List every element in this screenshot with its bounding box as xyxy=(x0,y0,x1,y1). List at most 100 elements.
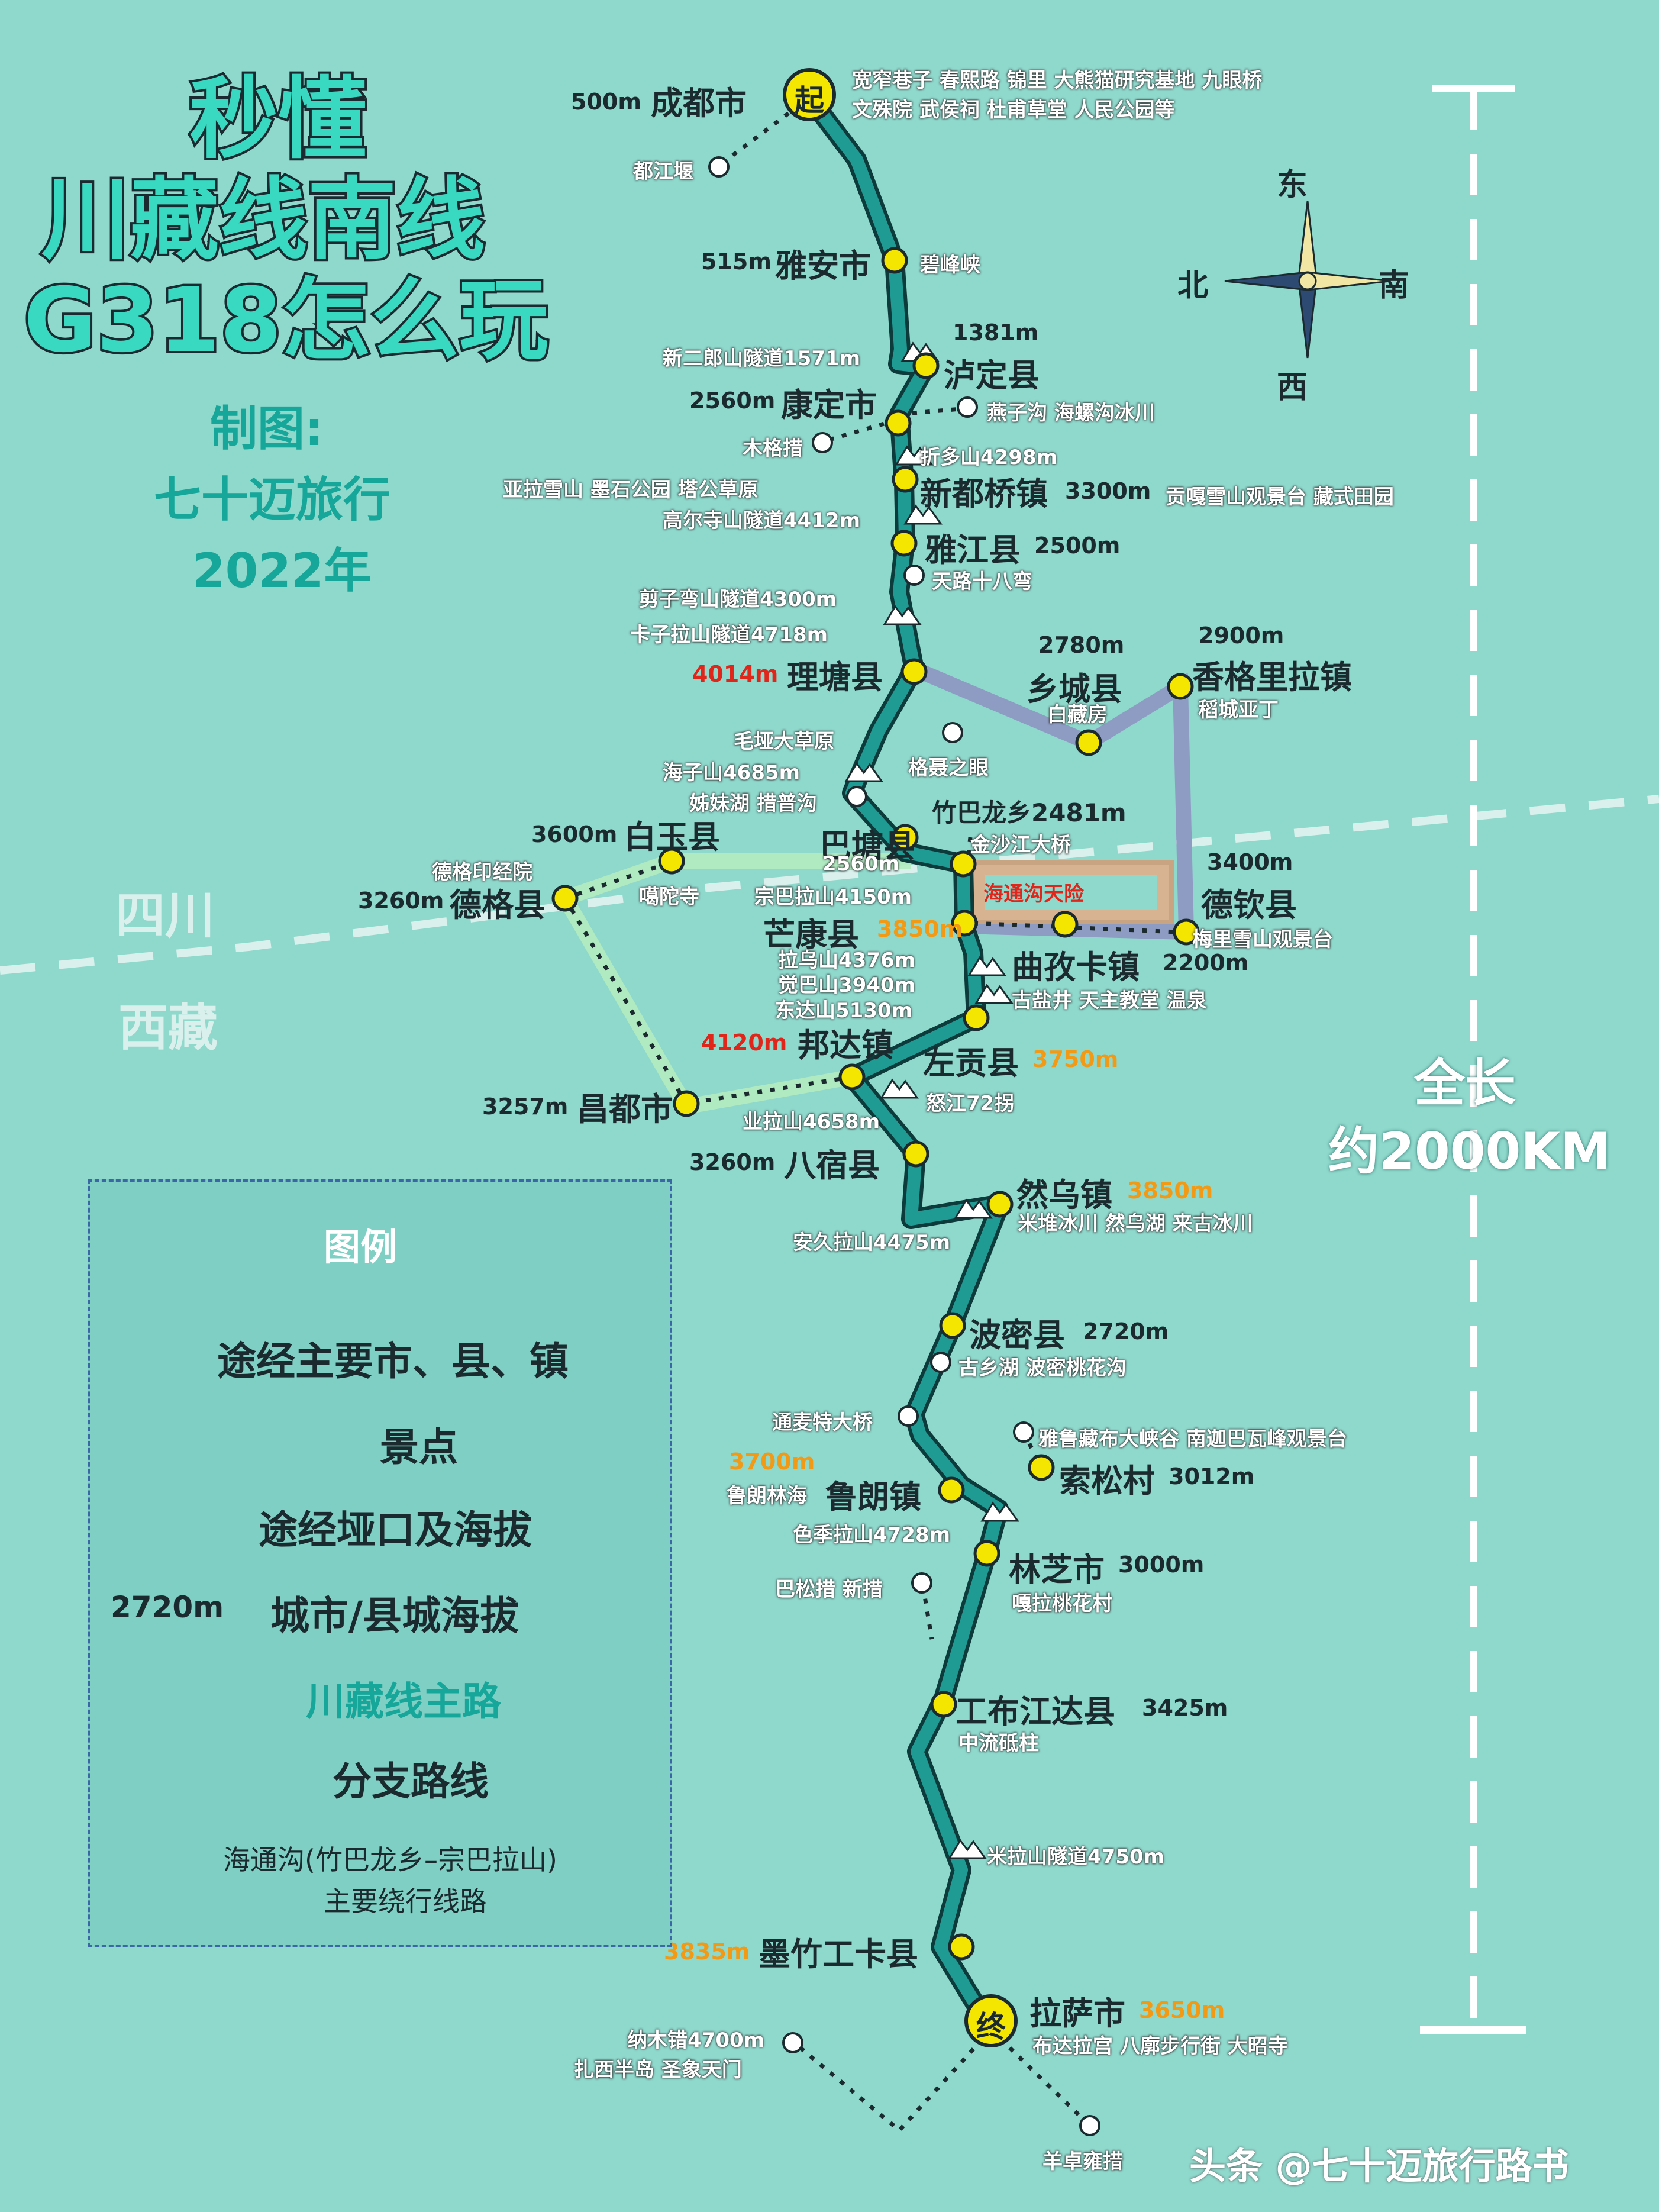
dege-alt: 3260m xyxy=(358,888,444,914)
watermark: 头条 @七十迈旅行路书 xyxy=(1189,2145,1569,2188)
compass-north: 北 xyxy=(1177,268,1209,304)
suosong-alt: 3012m xyxy=(1169,1463,1255,1489)
lulang-name: 鲁朗镇 xyxy=(825,1478,921,1515)
yajiang-alt: 2500m xyxy=(1034,533,1121,559)
zuogong-name: 左贡县 xyxy=(923,1044,1019,1082)
jueba: 觉巴山3940m xyxy=(778,973,916,997)
litang-name: 理塘县 xyxy=(787,659,883,696)
pass-icon xyxy=(880,1078,919,1099)
end-badge-bg xyxy=(964,1994,1018,2047)
basu-alt: 3260m xyxy=(689,1149,776,1175)
pass-icon xyxy=(967,956,1006,976)
erlangshan: 新二郎山隧道1571m xyxy=(663,347,861,370)
jianziwan: 剪子弯山隧道4300m xyxy=(639,588,837,611)
lhasa-alt: 3650m xyxy=(1139,1997,1225,2023)
haitonggou-label: 海通沟天险 xyxy=(983,882,1084,906)
credit-label: 制图: xyxy=(210,401,324,456)
mila: 米拉山隧道4750m xyxy=(987,1845,1165,1869)
legend-town: 途经主要市、县、镇 xyxy=(217,1339,569,1384)
mozhu-alt: 3835m xyxy=(664,1939,750,1965)
lawushan: 拉乌山4376m xyxy=(778,949,916,972)
chengdu-spots: 宽窄巷子 春熙路 锦里 大熊猫研究基地 九眼桥 xyxy=(852,69,1263,92)
mangkang-alt: 3850m xyxy=(877,916,963,942)
yajiang-name: 雅江县 xyxy=(925,531,1021,569)
deqin-name: 德钦县 xyxy=(1201,886,1297,924)
length-label: 全长 xyxy=(1414,1054,1516,1113)
chengdu-alt: 500m xyxy=(571,89,641,115)
basu-name: 八宿县 xyxy=(784,1147,880,1184)
quzika-name: 曲孜卡镇 xyxy=(1012,949,1140,986)
xiangcheng-spot: 白藏房 xyxy=(1047,703,1108,727)
xiangcheng-alt: 2780m xyxy=(1038,632,1125,658)
legend-alt-label: 城市/县城海拔 xyxy=(270,1593,519,1639)
yarlung: 雅鲁藏布大峡谷 南迦巴瓦峰观景台 xyxy=(1038,1427,1347,1451)
basongcuo: 巴松措 新措 xyxy=(775,1578,883,1601)
linzhi-alt: 3000m xyxy=(1118,1552,1205,1578)
bomi-alt: 2720m xyxy=(1083,1318,1169,1344)
xiangcheng-name: 乡城县 xyxy=(1027,670,1122,708)
gongbu-alt: 3425m xyxy=(1142,1695,1228,1721)
bangda-name: 邦达镇 xyxy=(798,1027,893,1064)
linzhi-spot: 嘎拉桃花村 xyxy=(1012,1592,1112,1616)
pass-icon xyxy=(974,984,1014,1004)
xindouqiao-alt: 3300m xyxy=(1065,478,1151,504)
xindouqiao-name: 新都桥镇 xyxy=(920,475,1048,512)
batang-name: 巴塘县 xyxy=(819,827,915,865)
maoya: 毛垭大草原 xyxy=(734,730,834,753)
batang-alt: 2560m xyxy=(822,852,900,876)
ranwu-name: 然乌镇 xyxy=(1016,1176,1112,1214)
suosong-name: 索松村 xyxy=(1059,1462,1155,1500)
litang-alt: 4014m xyxy=(692,661,779,687)
yala-spots: 亚拉雪山 墨石公园 塔公草原 xyxy=(503,478,759,502)
shangrila-alt: 2900m xyxy=(1198,623,1284,649)
zhubalong-bridge: 金沙江大桥 xyxy=(970,833,1071,857)
haizishan: 海子山4685m xyxy=(663,761,801,785)
pass-icon xyxy=(903,504,943,525)
dege-name: 德格县 xyxy=(450,886,546,924)
compass-rose xyxy=(1224,201,1391,359)
pass-icon xyxy=(883,605,922,625)
namtso-spots: 扎西半岛 圣象天门 xyxy=(574,2058,742,2082)
luding-name: 泸定县 xyxy=(944,357,1040,394)
lulang-alt: 3700m xyxy=(729,1449,815,1475)
changdu-name: 昌都市 xyxy=(577,1091,673,1128)
legend-box: 图例 途经主要市、县、镇 景点 途经垭口及海拔 2720m 城市/县城海拔 川藏… xyxy=(88,1179,672,1947)
shangrila-name: 香格里拉镇 xyxy=(1192,659,1352,696)
yela: 业拉山4658m xyxy=(743,1110,880,1134)
yamdrok: 羊卓雍措 xyxy=(1042,2150,1123,2174)
legend-pass: 途经垭口及海拔 xyxy=(259,1507,532,1553)
legend-title: 图例 xyxy=(324,1226,398,1269)
yaan-alt: 515m xyxy=(701,249,772,275)
legend-detour: 主要绕行线路 xyxy=(324,1885,487,1917)
title-line1: 秒懂 xyxy=(187,66,369,173)
title-line3: G318怎么玩 xyxy=(21,267,550,375)
compass-west: 西 xyxy=(1277,370,1308,405)
linzhi-name: 林芝市 xyxy=(1009,1551,1105,1588)
quzika-spots: 古盐井 天主教堂 温泉 xyxy=(1012,989,1207,1013)
deqin-spot: 梅里雪山观景台 xyxy=(1192,928,1333,952)
length-value: 约2000KM xyxy=(1328,1122,1611,1181)
compass-south: 南 xyxy=(1379,268,1410,304)
zheduoshan: 折多山4298m xyxy=(920,446,1058,469)
luding-alt: 1381m xyxy=(953,320,1039,346)
dongda: 东达山5130m xyxy=(775,999,913,1023)
branch-routes xyxy=(563,96,1178,2133)
gongbu-spot: 中流砥柱 xyxy=(958,1731,1039,1755)
mozhu-name: 墨竹工卡县 xyxy=(759,1936,918,1973)
yaan-spot: 碧峰峡 xyxy=(920,253,980,277)
compass-east: 东 xyxy=(1277,167,1308,203)
dege-spot: 德格印经院 xyxy=(432,860,532,884)
legend-haitonggou: 海通沟(竹巴龙乡–宗巴拉山) xyxy=(223,1844,557,1876)
pass-icon xyxy=(948,1839,987,1859)
kazila: 卡子拉山隧道4718m xyxy=(630,623,828,647)
chengdu-name: 成都市 xyxy=(651,85,747,122)
shangrila-spot: 稻城亚丁 xyxy=(1198,698,1279,722)
lhasa-name: 拉萨市 xyxy=(1029,1995,1125,2032)
zuogong-alt: 3750m xyxy=(1032,1046,1119,1072)
pass-icon xyxy=(895,445,934,466)
chengdu-spots2: 文殊院 武侯祠 杜甫草堂 人民公园等 xyxy=(852,98,1175,122)
namtso-name: 纳木错4700m xyxy=(627,2029,765,2052)
bomi-spots: 古乡湖 波密桃花沟 xyxy=(958,1356,1127,1380)
legend-main-road: 川藏线主路 xyxy=(306,1679,501,1724)
